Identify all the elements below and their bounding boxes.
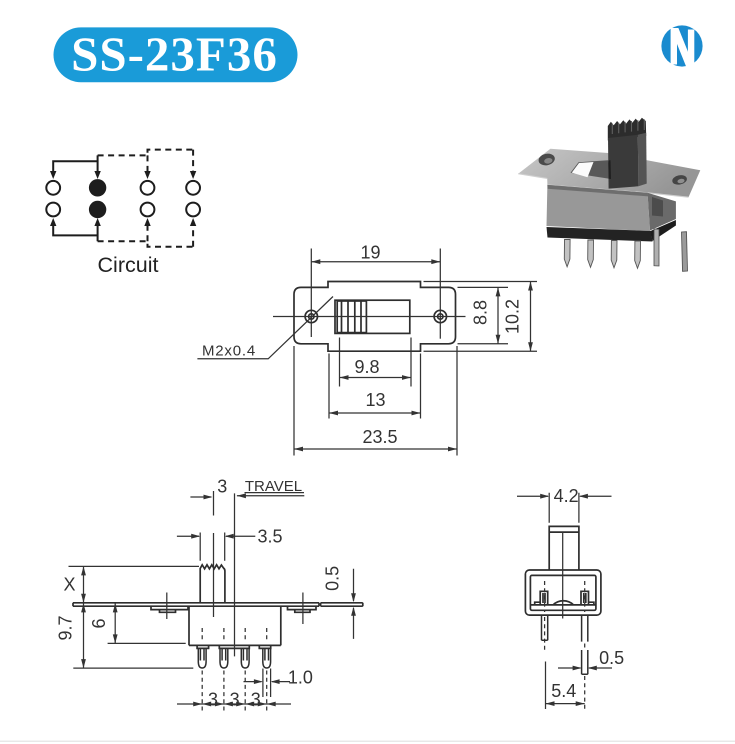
svg-text:0.5: 0.5 [322, 566, 342, 591]
svg-text:13: 13 [365, 390, 385, 410]
svg-text:10.2: 10.2 [503, 299, 523, 334]
svg-text:23.5: 23.5 [362, 427, 397, 447]
svg-text:19: 19 [360, 242, 380, 262]
svg-text:X: X [63, 574, 75, 594]
svg-text:4.2: 4.2 [554, 486, 579, 506]
svg-text:0.5: 0.5 [599, 648, 624, 668]
svg-text:3: 3 [230, 689, 240, 709]
svg-text:8.8: 8.8 [471, 300, 491, 325]
svg-text:6: 6 [89, 618, 109, 628]
svg-text:3: 3 [208, 689, 218, 709]
svg-text:3: 3 [217, 477, 227, 497]
svg-text:SS-23F36: SS-23F36 [71, 27, 278, 82]
svg-text:9.7: 9.7 [55, 615, 75, 640]
svg-text:3: 3 [251, 689, 261, 709]
svg-text:3.5: 3.5 [258, 527, 283, 547]
svg-text:Circuit: Circuit [98, 253, 159, 277]
svg-text:1.0: 1.0 [288, 668, 313, 688]
svg-text:5.4: 5.4 [551, 681, 576, 701]
svg-text:TRAVEL: TRAVEL [245, 478, 302, 495]
svg-text:9.8: 9.8 [354, 357, 379, 377]
svg-text:M2x0.4: M2x0.4 [202, 343, 256, 360]
